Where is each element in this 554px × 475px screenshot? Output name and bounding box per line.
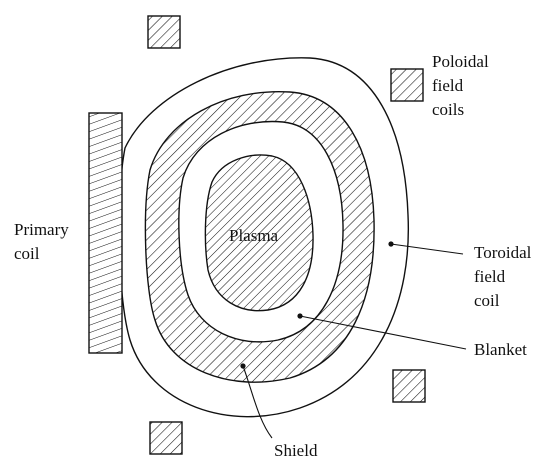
toroidal-leader — [388, 241, 464, 255]
poloidal-coil-bottom-left — [149, 421, 183, 455]
shield-leader — [240, 363, 273, 439]
label-toroidal-line3: coil — [474, 291, 500, 310]
poloidal-coil-top-left — [147, 15, 181, 49]
label-blanket: Blanket — [474, 340, 527, 359]
label-shield: Shield — [274, 441, 318, 460]
primary-coil — [88, 112, 123, 354]
label-primary-line2: coil — [14, 244, 40, 263]
label-plasma: Plasma — [229, 226, 279, 245]
label-poloidal-line1: Poloidal — [432, 52, 489, 71]
plasma — [204, 154, 314, 312]
blanket-leader — [297, 313, 467, 350]
label-poloidal-line2: field — [432, 76, 464, 95]
label-toroidal-line2: field — [474, 267, 506, 286]
label-primary-line1: Primary — [14, 220, 69, 239]
label-poloidal-line3: coils — [432, 100, 464, 119]
poloidal-coil-bottom-right — [392, 369, 426, 403]
label-toroidal-line1: Toroidal — [474, 243, 532, 262]
poloidal-coil-top-right — [390, 68, 424, 102]
